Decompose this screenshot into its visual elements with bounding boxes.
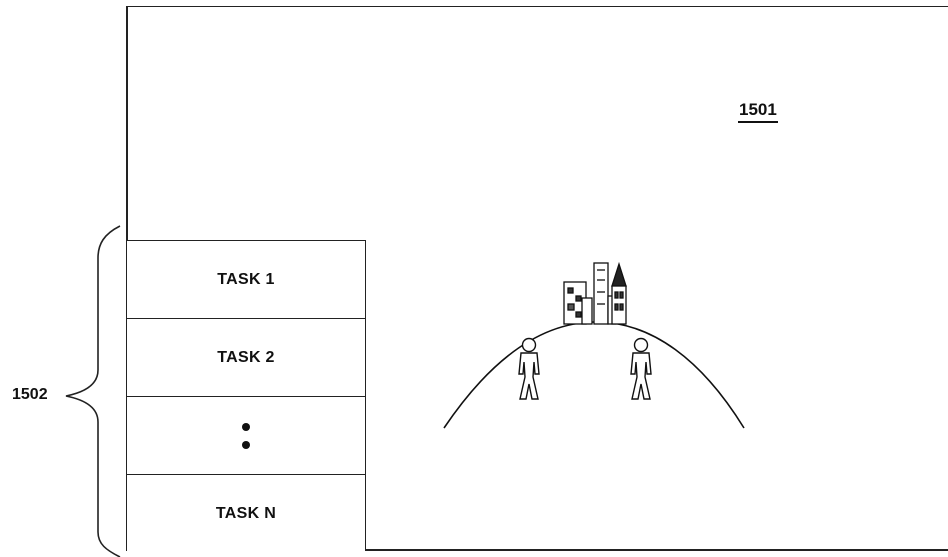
task-item-2[interactable]: TASK 2 bbox=[127, 319, 365, 397]
ellipsis-dot bbox=[242, 422, 250, 431]
curly-brace-icon bbox=[65, 225, 121, 557]
task-item-n[interactable]: TASK N bbox=[127, 475, 365, 553]
task-list-ellipsis bbox=[127, 397, 365, 475]
task-panel-reference-label: 1502 bbox=[12, 386, 48, 403]
ellipsis-dot bbox=[242, 440, 250, 449]
task-list-panel: TASK 1 TASK 2 TASK N bbox=[126, 240, 366, 551]
task-item-label: TASK 1 bbox=[217, 270, 275, 288]
task-item-label: TASK 2 bbox=[217, 348, 275, 366]
task-item-1[interactable]: TASK 1 bbox=[127, 241, 365, 319]
task-item-label: TASK N bbox=[215, 505, 277, 522]
screen-reference-label: 1501 bbox=[738, 100, 778, 123]
